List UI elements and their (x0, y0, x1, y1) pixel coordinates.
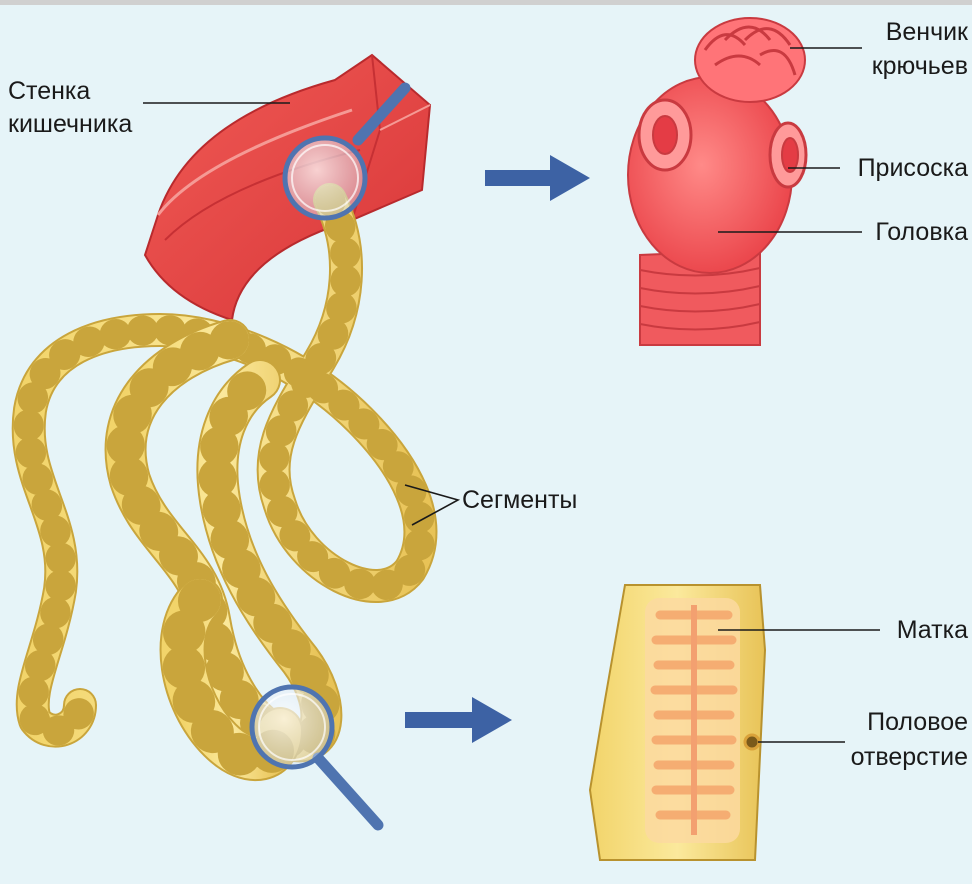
arrow-right-icon (485, 155, 590, 201)
label-sucker: Присоска (858, 154, 969, 182)
label-intestine-wall-line1: Стенка (8, 77, 90, 105)
label-hook-crown-line2: крючьев (872, 52, 968, 80)
arrow-right-icon (405, 697, 512, 743)
magnifier-bottom-icon (252, 687, 378, 825)
label-genital-opening-line1: Половое (867, 708, 968, 736)
label-head: Головка (875, 218, 968, 246)
label-intestine-wall-line2: кишечника (8, 110, 132, 138)
label-hook-crown-line1: Венчик (886, 18, 969, 46)
label-genital-opening-line2: отверстие (851, 743, 968, 771)
scolex-illustration (628, 18, 806, 345)
label-uterus: Матка (897, 616, 968, 644)
proglottid-illustration (590, 585, 765, 860)
frame-top-strip (0, 0, 972, 5)
label-segments: Сегменты (462, 486, 577, 514)
